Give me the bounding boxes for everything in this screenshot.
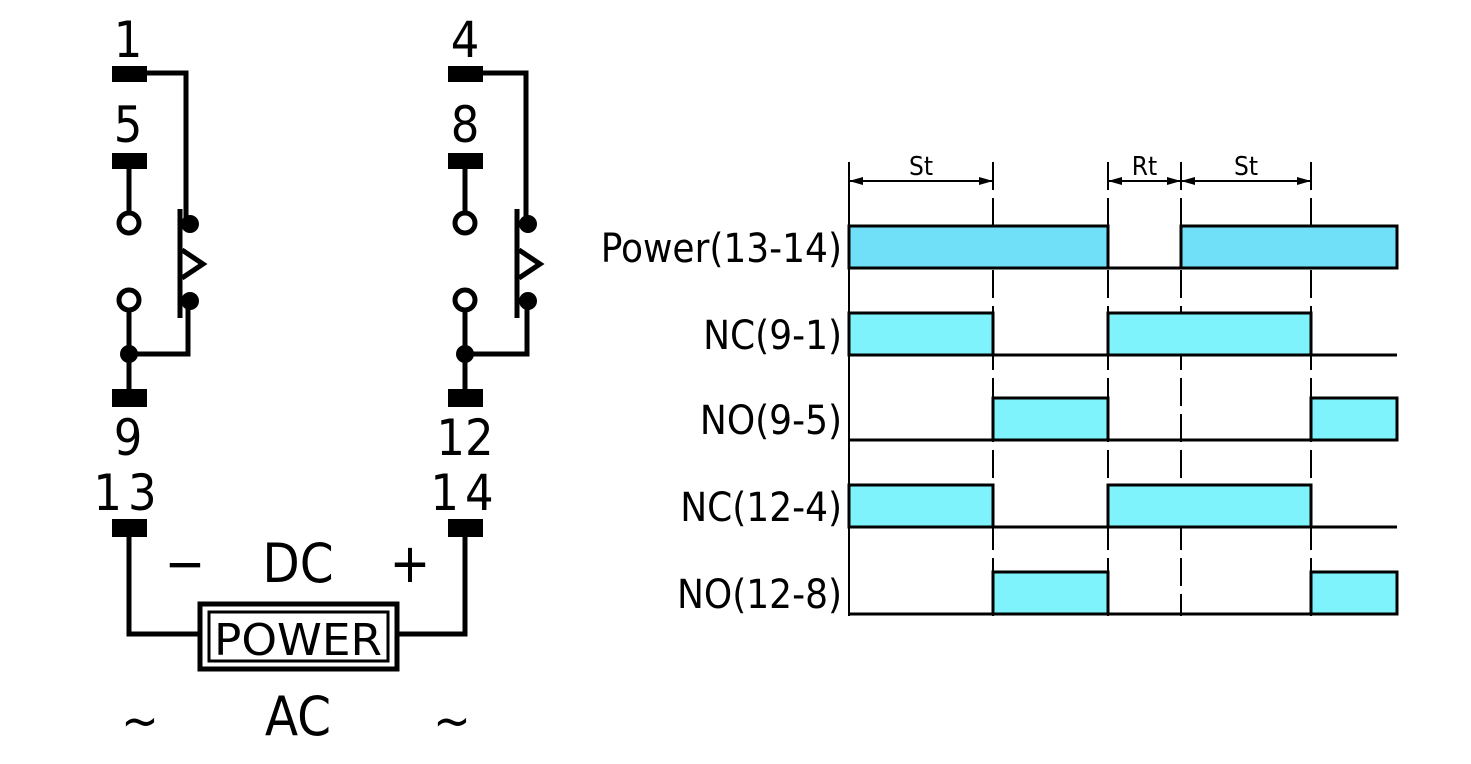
pin-14-terminal [448, 519, 483, 537]
no-contact-open [452, 210, 478, 236]
signal-high-segment [847, 224, 1110, 270]
arrowhead-left-icon [1181, 177, 1195, 185]
dc-plus-label: + [390, 532, 431, 595]
ac-label: AC [265, 685, 331, 748]
signal-high-segment [1106, 311, 1313, 357]
switch-actuator-icon [180, 247, 208, 281]
switch-actuator-icon [517, 247, 545, 281]
pin-label-4: 4 [451, 11, 480, 69]
pin-13-terminal [112, 519, 147, 537]
arrowhead-left-icon [1108, 177, 1122, 185]
pin-1-terminal [112, 66, 147, 82]
arrowhead-right-icon [979, 177, 993, 185]
row-label: NO(9-5) [700, 398, 842, 444]
contact-group-left: 1 5 9 [112, 11, 208, 467]
signal-high-segment [991, 570, 1110, 616]
pin-label-14: 14 [430, 464, 499, 522]
signal-high-segment [1179, 224, 1399, 270]
pin-label-9: 9 [114, 409, 143, 467]
row-label: NC(9-1) [703, 313, 842, 359]
arrowhead-right-icon [1297, 177, 1311, 185]
row-label: NC(12-4) [680, 485, 842, 531]
power-supply: 13 14 − DC + POWER ~ AC ~ [93, 464, 499, 750]
dimension-label-st: St [1234, 152, 1258, 182]
arrowhead-left-icon [849, 177, 863, 185]
pin-label-8: 8 [451, 96, 480, 154]
ac-tilde-left-icon: ~ [121, 692, 159, 750]
power-box-label: POWER [214, 615, 382, 666]
wire-4 [483, 70, 529, 222]
pin-8-terminal [448, 153, 483, 169]
power-box-inner [207, 610, 390, 663]
pin-5-terminal [112, 153, 147, 169]
switch-dot-top [181, 215, 199, 233]
wire-13 [126, 537, 200, 637]
ac-tilde-right-icon: ~ [433, 692, 471, 750]
pin-label-1: 1 [114, 11, 143, 69]
pin-4-terminal [448, 66, 483, 82]
signal-high-segment [847, 311, 995, 357]
row-label: NO(12-8) [677, 572, 842, 618]
switch-dot-bottom [519, 292, 537, 310]
switch-dot-top [519, 215, 537, 233]
pin-label-12: 12 [436, 409, 493, 467]
wire-1 [147, 70, 189, 222]
dc-label: DC [262, 532, 333, 595]
pin-label-13: 13 [93, 464, 162, 522]
wire-14 [397, 537, 468, 637]
nc-contact-open [452, 287, 478, 313]
nc-contact-open [116, 287, 142, 313]
pin-12-terminal [448, 389, 483, 407]
signal-high-segment [1106, 483, 1313, 529]
dc-minus-label: − [165, 532, 206, 595]
dimension-label-rt: Rt [1132, 152, 1157, 182]
wire-common-return [465, 302, 530, 357]
pin-label-5: 5 [114, 96, 143, 154]
switch-dot-bottom [181, 292, 199, 310]
signal-high-segment [1309, 396, 1399, 442]
contact-group-right: 4 8 12 [436, 11, 545, 467]
signal-high-segment [991, 396, 1110, 442]
row-label: Power(13-14) [601, 226, 842, 272]
dimension-label-st: St [909, 152, 933, 182]
signal-high-segment [1309, 570, 1399, 616]
pin-9-terminal [112, 389, 147, 407]
arrowhead-right-icon [1167, 177, 1181, 185]
signal-high-segment [847, 483, 995, 529]
wire-common-return [129, 302, 191, 357]
power-box [197, 601, 400, 672]
no-contact-open [116, 210, 142, 236]
